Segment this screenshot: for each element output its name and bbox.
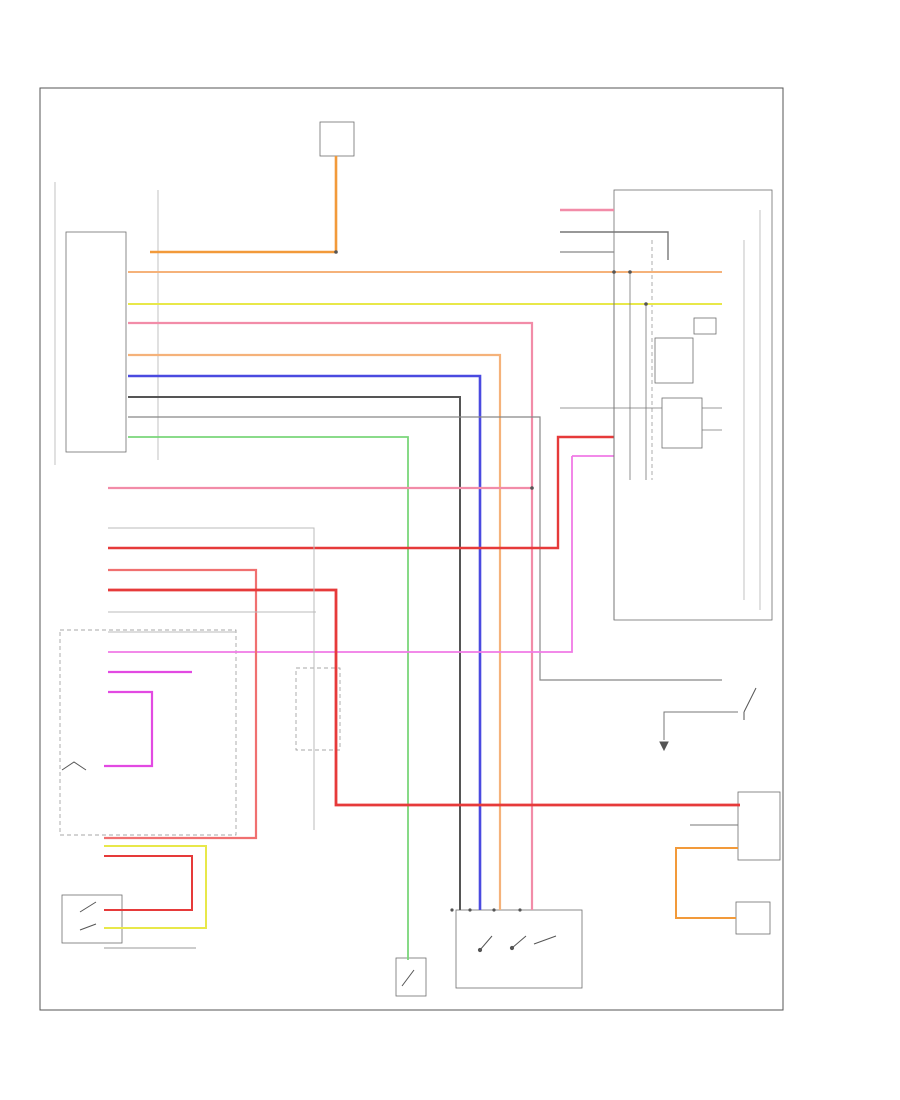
wire-bcm-blue	[128, 374, 482, 910]
wire-meter-black-top	[560, 231, 669, 260]
wire-parking-ground	[663, 711, 738, 740]
seat-belt-indicator-block	[661, 397, 703, 449]
wire-harness-red-2	[108, 588, 740, 807]
wire-bcm-pink	[128, 321, 534, 910]
wire-occupant-yellow	[104, 845, 207, 929]
parking-brake-switch-box	[455, 909, 583, 989]
ground-symbol	[659, 741, 669, 752]
airbag-switch-symbol	[743, 687, 757, 720]
clutch-switch-symbol	[401, 969, 415, 987]
diagram-frame	[39, 87, 784, 1011]
combination-meter-box	[613, 189, 773, 621]
warning-lamp-block	[654, 337, 694, 384]
wire-bcm-orange-2	[128, 353, 502, 910]
meter-internal-line-5	[702, 407, 722, 431]
wire-harness-violet-3	[104, 690, 154, 768]
seat-switch-symbol	[61, 761, 97, 931]
wire-bcm-black	[128, 396, 461, 910]
seat-belt-sensor-box	[735, 901, 771, 935]
wire-harness-red-1	[108, 435, 614, 550]
passenger-seat-belt-switch-box	[61, 894, 123, 944]
wire-harness-violet-1	[108, 455, 614, 653]
wire-ignition-feed	[150, 156, 338, 254]
ignition-switch-box	[319, 121, 355, 157]
occupant-detection-unit-box	[59, 629, 237, 836]
wire-airbag-orange	[675, 847, 738, 919]
airbag-control-unit-box	[737, 791, 781, 861]
wire-occupant-red	[104, 855, 193, 911]
clutch-pedal-switch-box	[395, 957, 427, 997]
wire-harness-gray-1	[108, 527, 315, 830]
body-control-module-box	[65, 231, 127, 453]
wire-harness-pink-2	[104, 568, 258, 840]
wire-bcm-green	[128, 436, 409, 960]
parking-brake-switch-symbol	[477, 935, 557, 953]
meter-output-block	[693, 317, 717, 335]
junction-dots	[334, 250, 648, 912]
accessory-relay-box	[295, 667, 341, 751]
